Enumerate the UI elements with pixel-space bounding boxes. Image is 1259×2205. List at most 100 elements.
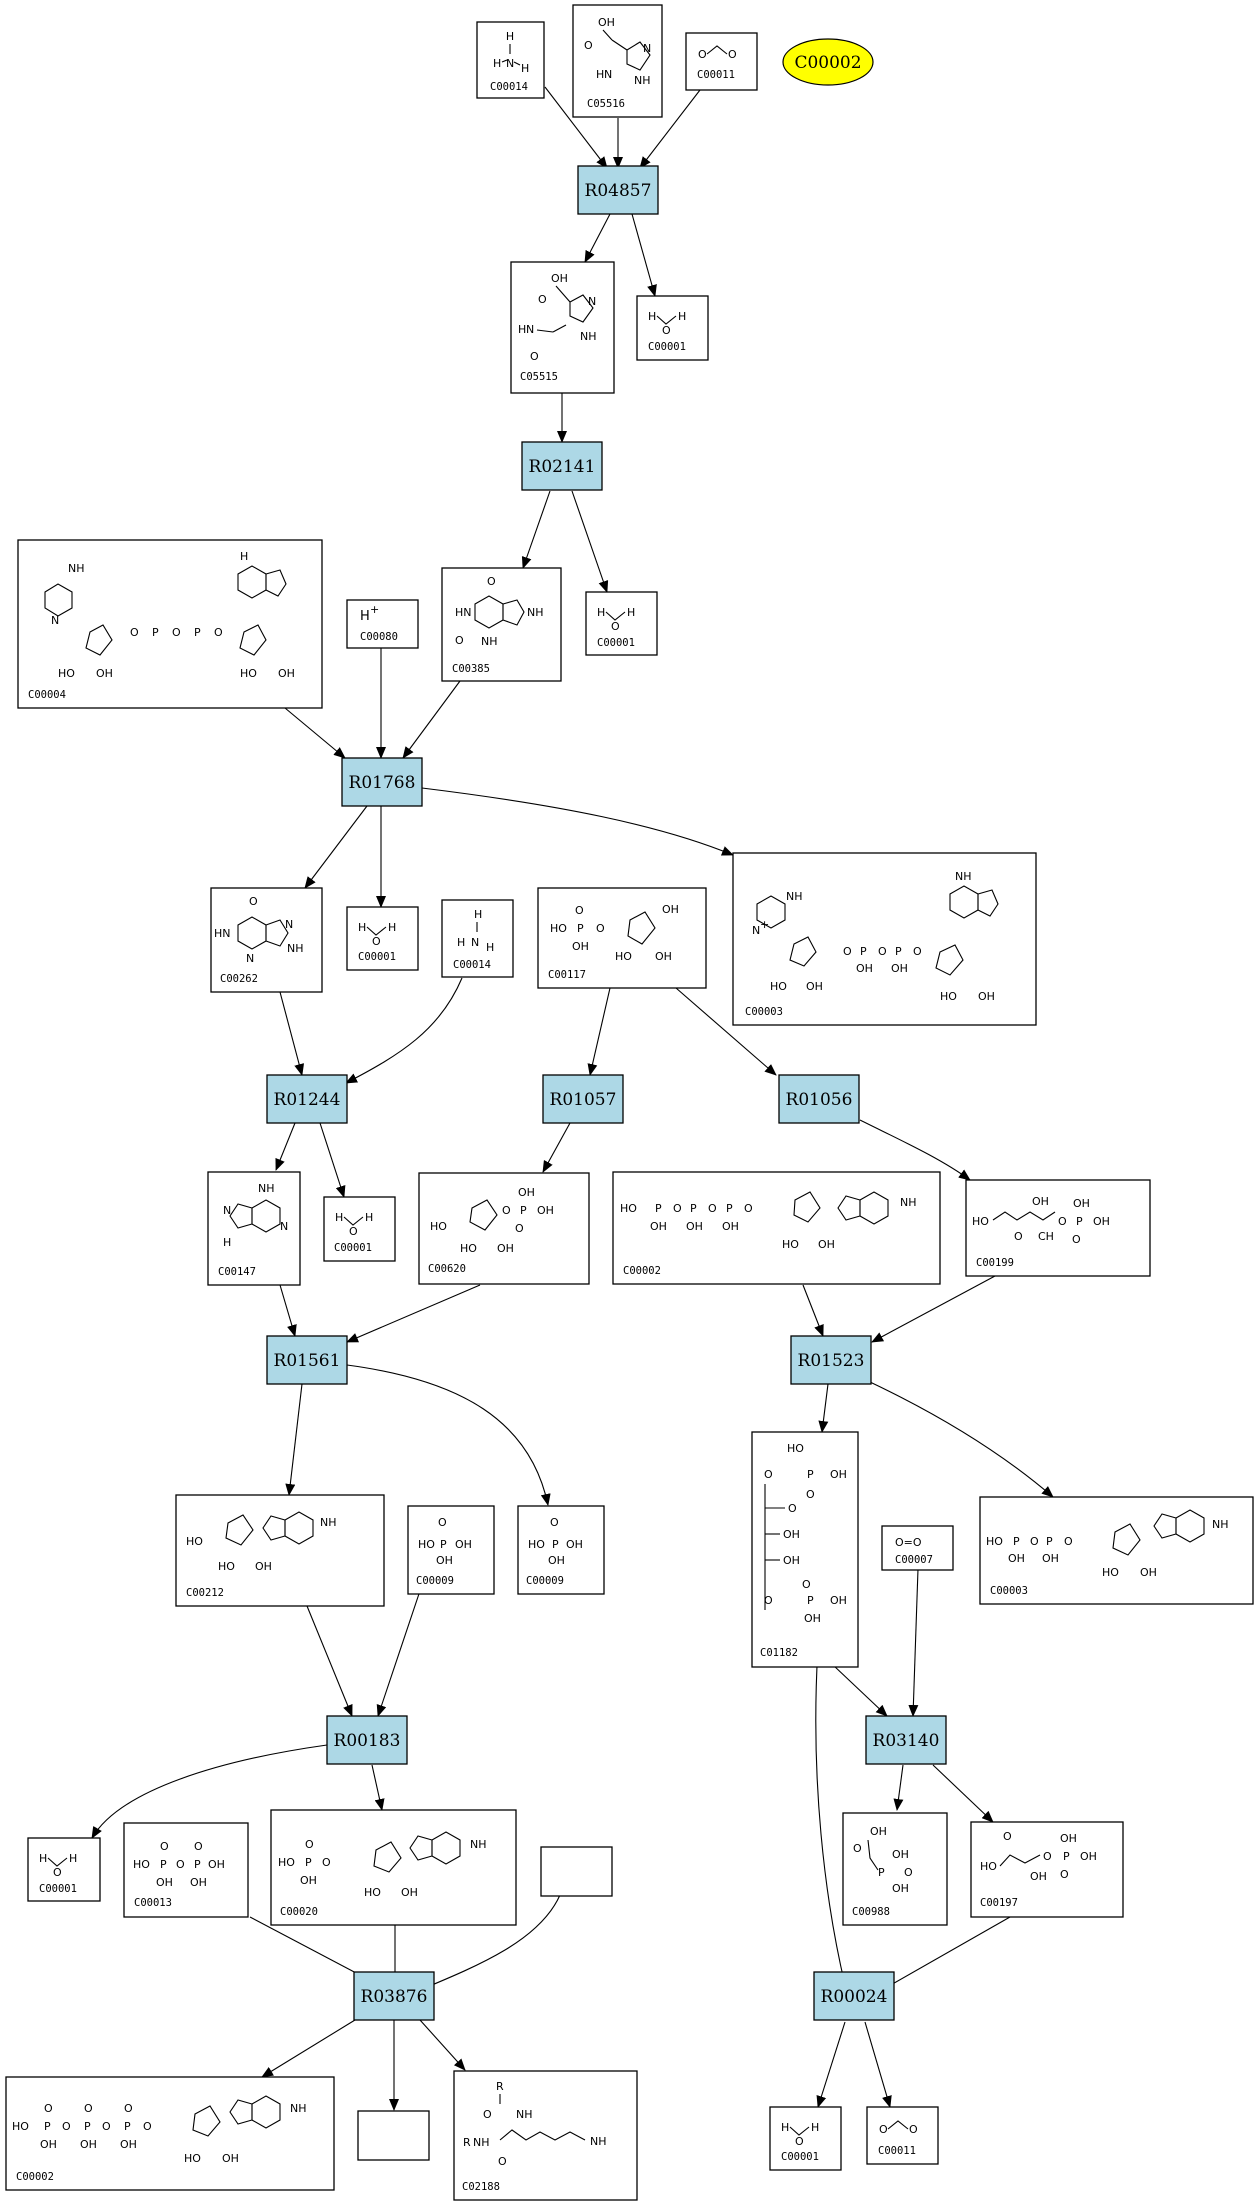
reaction-node[interactable]: R01244 <box>266 1074 348 1124</box>
structure-atom-label: O <box>53 1866 62 1879</box>
reaction-node[interactable]: R02141 <box>521 441 603 491</box>
compound-node[interactable]: H H N H C00014 <box>441 899 514 978</box>
compound-label: C00001 <box>597 637 635 649</box>
structure-atom-label: O <box>515 1222 524 1235</box>
compound-node[interactable]: HO O P OH O O OH OH O P OH O OH C01182 <box>751 1431 859 1668</box>
compound-node[interactable]: HO HO OH NH C00212 <box>175 1494 385 1607</box>
reaction-node[interactable]: R00024 <box>813 1971 895 2021</box>
structure-bond <box>373 1841 402 1873</box>
structure-atom-label: HO <box>240 667 257 680</box>
compound-node[interactable]: H O H C00001 <box>323 1196 396 1262</box>
reaction-node[interactable]: R01057 <box>542 1074 624 1124</box>
highlight-node[interactable]: C00002 <box>782 38 874 86</box>
structure-atom-label: P <box>194 626 201 639</box>
structure-atom-label: N <box>643 42 651 55</box>
compound-node[interactable]: H O H C00001 <box>346 906 419 971</box>
structure-bond <box>192 2105 221 2137</box>
structure-atom-label: OH <box>96 667 113 680</box>
structure-atom-label: HO <box>550 922 567 935</box>
compound-node[interactable]: H H N H C00014 <box>476 21 545 99</box>
compound-node[interactable]: O=O C00007 <box>881 1525 954 1571</box>
structure-atom-label: O <box>349 1225 358 1238</box>
reaction-node[interactable]: R01056 <box>778 1074 860 1124</box>
structure-atom-label: OH <box>870 1825 887 1838</box>
edge-r00024-c00011 <box>864 2021 892 2108</box>
structure-atom-label: NH <box>287 942 304 955</box>
structure-atom-label: O <box>673 1202 682 1215</box>
compound-node[interactable]: OH O N NH H N C05516 <box>572 4 663 118</box>
compound-node[interactable]: O HN N N NH C00262 <box>210 887 323 993</box>
structure-atom-label: OH <box>892 1882 909 1895</box>
edge-c00147-r01561 <box>279 1284 297 1337</box>
compound-node[interactable]: HO P O OH O HO OH NH C00020 <box>270 1809 517 1926</box>
structure-bond <box>536 329 554 333</box>
structure-atom-label: OH <box>300 1874 317 1887</box>
compound-node[interactable]: H + C00080 <box>346 599 419 649</box>
compound-node[interactable]: HO P O OH O P O OH OH C00013 <box>123 1822 249 1918</box>
structure-bond <box>47 1857 68 1867</box>
structure-atom-label: O <box>214 626 223 639</box>
compound-node[interactable]: NH N + HO OH O P OH O P OH O HO OH NH C0… <box>732 852 1037 1026</box>
reaction-node[interactable]: R03140 <box>865 1715 947 1765</box>
compound-node[interactable]: HO P O OH O OH HO OH C00117 <box>537 887 707 989</box>
compound-label: C00620 <box>428 1263 466 1275</box>
compound-node[interactable]: H O H C00001 <box>27 1837 101 1902</box>
compound-node[interactable]: HO P O OH O P O OH O P O OH O HO OH NH C… <box>5 2076 335 2191</box>
structure-bond <box>225 1514 254 1546</box>
structure-atom-label: OH <box>1008 1552 1025 1565</box>
compound-node[interactable]: O O C00011 <box>866 2106 939 2165</box>
compound-node[interactable]: O HO P OH OH C00009 <box>407 1505 495 1595</box>
compound-node[interactable]: H O H C00001 <box>585 591 658 656</box>
reaction-node[interactable]: R00183 <box>326 1715 408 1765</box>
compound-node[interactable]: O HO P OH OH C00009 <box>517 1505 605 1595</box>
compound-node[interactable]: O HO OH O P OH OH O C00197 <box>970 1821 1124 1918</box>
compound-node[interactable]: O HN NH O NH C00385 <box>441 567 562 682</box>
structure-atom-label: OH <box>436 1554 453 1567</box>
compound-node[interactable]: O O C00011 <box>685 32 758 91</box>
compound-node[interactable]: HO O P OH OH O HO OH C00620 <box>418 1172 590 1285</box>
reaction-node[interactable]: R01523 <box>790 1335 872 1385</box>
compound-label: C01182 <box>760 1647 798 1659</box>
compound-node[interactable]: OH O N NH H N O C05515 <box>510 261 615 394</box>
structure-atom-label: P <box>520 1204 527 1217</box>
structure-atom-label: H <box>240 550 248 563</box>
structure-atom-label: OH <box>1093 1215 1110 1228</box>
reaction-node[interactable]: R03876 <box>353 1971 435 2021</box>
structure-atom-label: HO <box>218 1560 235 1573</box>
compound-node[interactable]: NH N H N C00147 <box>207 1171 301 1286</box>
compound-node-empty[interactable] <box>357 2110 430 2161</box>
compound-node[interactable]: H O H C00001 <box>769 2106 842 2171</box>
reaction-label: R00024 <box>821 1987 888 2007</box>
compound-node[interactable]: R O NH R NH O NH C02188 <box>453 2070 638 2201</box>
compound-node[interactable]: H O H C00001 <box>636 295 709 361</box>
edge-c00197-r00024 <box>881 1916 1011 1991</box>
edge-r03876-c00002 <box>261 2019 356 2078</box>
compound-node-empty[interactable] <box>540 1846 613 1897</box>
reaction-node[interactable]: R01768 <box>341 757 423 807</box>
structure-atom-label: P <box>807 1594 814 1607</box>
structure-atom-label: NH <box>580 330 597 343</box>
reaction-label: R04857 <box>585 181 652 201</box>
edge-r02141-c00385 <box>521 490 551 569</box>
reaction-node[interactable]: R01561 <box>266 1335 348 1385</box>
compound-label: C00011 <box>697 69 735 81</box>
compound-label: C05516 <box>587 98 625 110</box>
compound-node[interactable]: HO P OH O P OH O HO OH NH C00003 <box>979 1496 1254 1605</box>
compound-node[interactable]: HO P OH O P OH O P OH O HO OH NH C00002 <box>612 1171 941 1285</box>
compound-node[interactable]: OH O P OH OH O C00988 <box>842 1812 948 1926</box>
edge-r01768-c00003 <box>421 787 734 856</box>
compound-node[interactable]: NH N HO OH O P O P O HO OH H C00004 <box>17 539 323 709</box>
structure-atom-label: NH <box>290 2102 307 2115</box>
compound-node[interactable]: HO O OH CH O P OH OH O C00199 <box>965 1179 1151 1277</box>
edge-r03140-c00197 <box>932 1764 994 1823</box>
reaction-node[interactable]: R04857 <box>577 165 659 215</box>
structure-atom-label: O <box>530 350 539 363</box>
structure-atom-label: O <box>1014 1230 1023 1243</box>
structure-atom-label: OH <box>892 1848 909 1861</box>
structure-atom-label: P <box>1013 1535 1020 1548</box>
structure-atom-label: O <box>62 2120 71 2133</box>
structure-atom-label: OH <box>1030 1870 1047 1883</box>
structure-atom-label: H <box>518 323 526 336</box>
structure-bond <box>935 944 964 976</box>
